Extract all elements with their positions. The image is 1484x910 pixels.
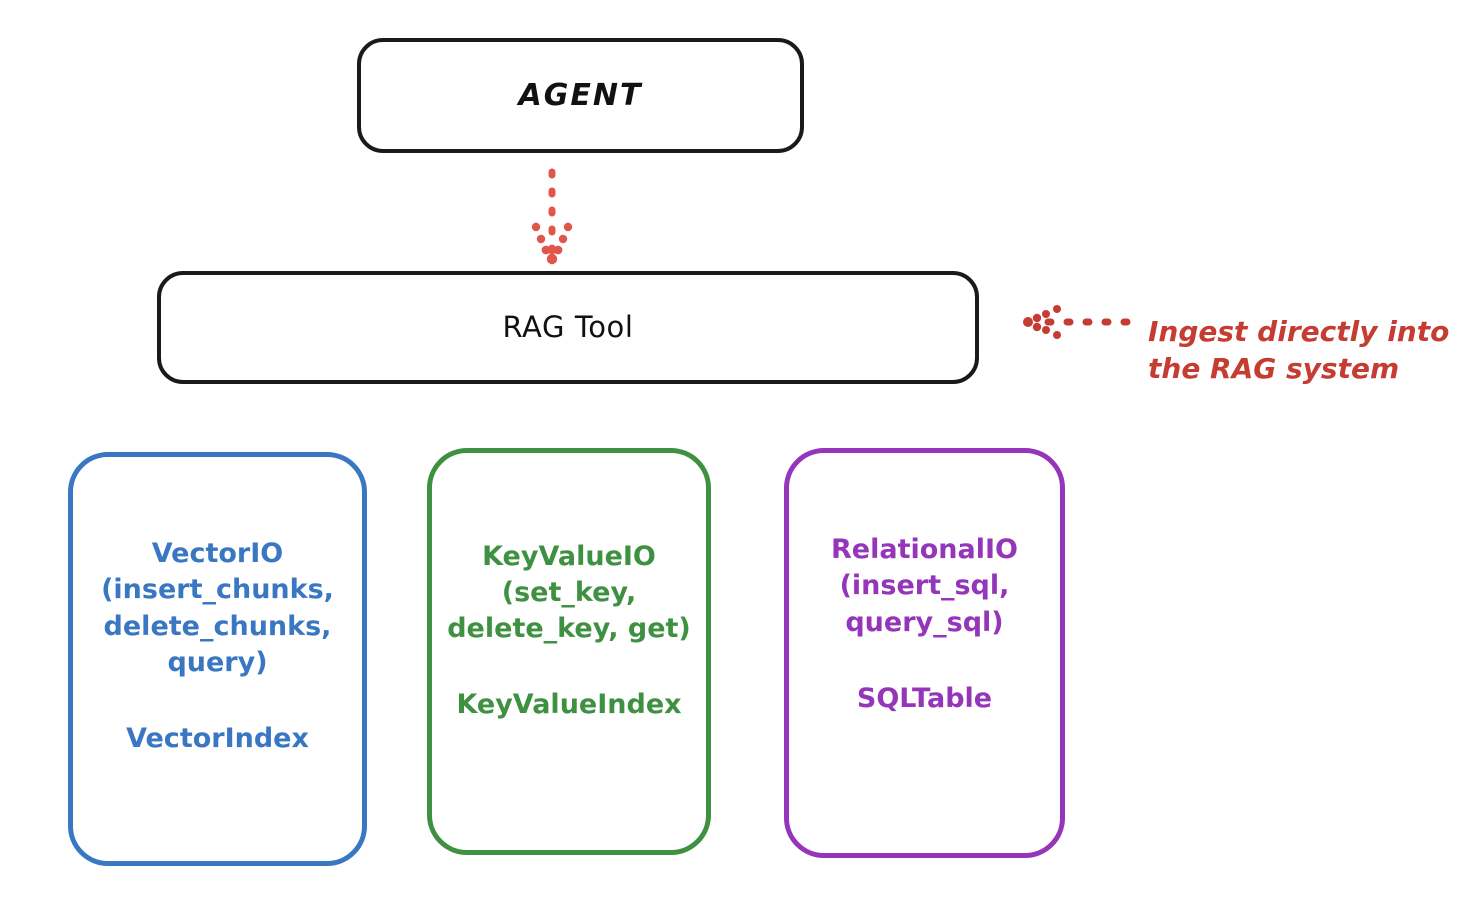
node-key-value-io[interactable]: KeyValueIO (set_key, delete_key, get) Ke… (427, 448, 711, 855)
connector-note-to-rag-tool-icon (1023, 305, 1144, 339)
node-relational-io[interactable]: RelationalIO (insert_sql, query_sql) SQL… (784, 448, 1065, 858)
node-relational-io-index-label: SQLTable (856, 682, 993, 714)
node-agent-label: AGENT (518, 77, 643, 113)
node-relational-io-content: RelationalIO (insert_sql, query_sql) SQL… (789, 532, 1060, 714)
node-vector-io-api-label: VectorIO (insert_chunks, delete_chunks, … (101, 538, 334, 678)
node-key-value-io-api-label: KeyValueIO (set_key, delete_key, get) (447, 540, 691, 645)
node-key-value-io-content: KeyValueIO (set_key, delete_key, get) Ke… (432, 539, 706, 721)
node-agent[interactable]: AGENT (357, 38, 804, 153)
node-key-value-io-index-label: KeyValueIndex (456, 689, 682, 721)
annotation-ingest-note: Ingest directly into the RAG system (1148, 278, 1468, 387)
connector-agent-to-rag-tool-icon (531, 168, 573, 265)
annotation-ingest-note-text: Ingest directly into the RAG system (1148, 315, 1450, 385)
node-vector-io-content: VectorIO (insert_chunks, delete_chunks, … (73, 536, 362, 754)
node-vector-io[interactable]: VectorIO (insert_chunks, delete_chunks, … (68, 452, 367, 866)
node-rag-tool[interactable]: RAG Tool (157, 271, 979, 384)
node-rag-tool-label: RAG Tool (502, 310, 634, 345)
node-relational-io-api-label: RelationalIO (insert_sql, query_sql) (831, 534, 1018, 638)
node-vector-io-index-label: VectorIndex (126, 722, 309, 754)
